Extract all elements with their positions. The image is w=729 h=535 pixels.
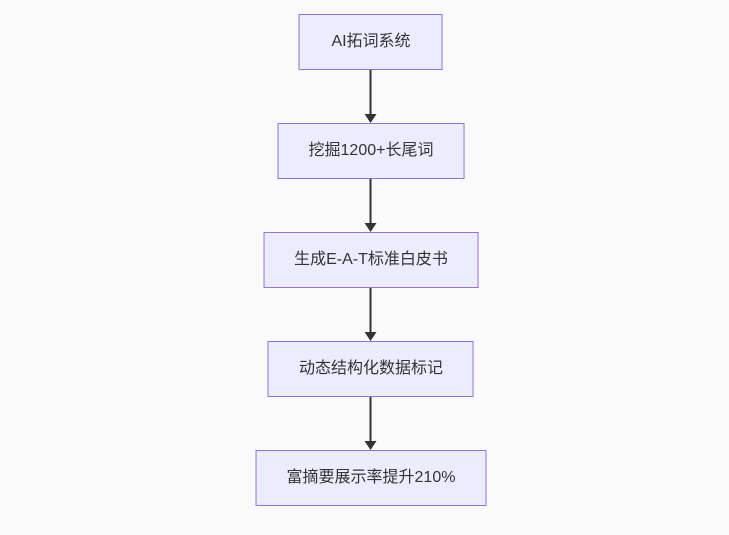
edge-line (370, 70, 372, 115)
flow-node-ai-keyword-system: AI拓词系统 (299, 14, 443, 70)
arrowhead-down-icon (365, 114, 377, 123)
arrowhead-down-icon (365, 223, 377, 232)
flowchart: AI拓词系统 挖掘1200+长尾词 生成E-A-T标准白皮书 动态结构化数据标记 (255, 14, 487, 506)
edge-line (370, 288, 372, 333)
flow-node-longtail-mining: 挖掘1200+长尾词 (277, 123, 465, 179)
edge-line (370, 179, 372, 224)
flow-edge-1 (365, 70, 377, 123)
arrowhead-down-icon (365, 441, 377, 450)
flow-edge-3 (365, 288, 377, 341)
flow-node-structured-data-markup: 动态结构化数据标记 (267, 341, 474, 397)
flow-node-label: AI拓词系统 (331, 33, 411, 50)
flow-node-label: 生成E-A-T标准白皮书 (294, 251, 448, 268)
flow-edge-2 (365, 179, 377, 232)
flow-node-eat-whitepaper: 生成E-A-T标准白皮书 (263, 232, 479, 288)
flow-node-label: 动态结构化数据标记 (298, 360, 443, 377)
flow-node-label: 富摘要展示率提升210% (286, 469, 456, 486)
arrowhead-down-icon (365, 332, 377, 341)
flow-node-label: 挖掘1200+长尾词 (308, 142, 434, 159)
edge-line (370, 397, 372, 442)
flow-node-rich-snippet-result: 富摘要展示率提升210% (255, 450, 487, 506)
flow-edge-4 (365, 397, 377, 450)
